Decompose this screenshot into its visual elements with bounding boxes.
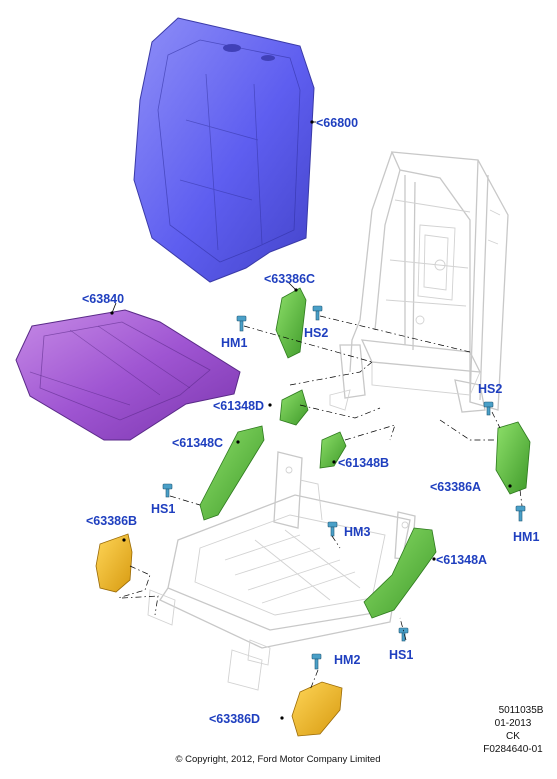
leader-lines	[110, 120, 512, 720]
callout-HM2: HM2	[334, 653, 360, 667]
ref-date: 01-2013	[495, 718, 532, 729]
assembly-lines	[117, 315, 523, 691]
trim-61348D	[279, 389, 309, 426]
trim-63386A	[495, 421, 531, 495]
callout-HM3: HM3	[344, 525, 370, 539]
callout-63386A: <63386A	[430, 480, 481, 494]
fastener-HM2	[311, 653, 322, 670]
trim-61348A	[363, 527, 437, 619]
backrest-pad	[133, 17, 315, 283]
trim-61348B	[319, 431, 347, 469]
fastener-HS2-right	[483, 401, 494, 416]
callout-63386C: <63386C	[264, 272, 315, 286]
callout-61348C: <61348C	[172, 436, 223, 450]
callout-HS2-mid: HS2	[304, 326, 328, 340]
callout-61348B: <61348B	[338, 456, 389, 470]
callout-66800: <66800	[316, 116, 358, 130]
cushion-frame	[147, 451, 416, 691]
callout-63386B: <63386B	[86, 514, 137, 528]
trim-63386B	[95, 533, 133, 593]
callout-HS1-left: HS1	[151, 502, 175, 516]
fastener-HS1-left	[162, 483, 173, 498]
ref-code: 5011035B	[499, 705, 544, 716]
callout-HM1-top: HM1	[221, 336, 247, 350]
callout-61348A: <61348A	[436, 553, 487, 567]
cushion-pad	[15, 309, 241, 441]
ref-figure: F0284640-01	[483, 744, 543, 755]
fastener-HS1-bottom	[398, 627, 409, 642]
callout-HS1-bottom: HS1	[389, 648, 413, 662]
fastener-HM1-top	[236, 315, 247, 332]
callout-HM1-right: HM1	[513, 530, 539, 544]
trim-63386C	[275, 287, 307, 359]
callout-63386D: <63386D	[209, 712, 260, 726]
fastener-HM1-right	[515, 505, 526, 522]
fastener-HS2-mid	[312, 305, 323, 321]
ref-initials: CK	[506, 731, 520, 742]
copyright-notice: © Copyright, 2012, Ford Motor Company Li…	[175, 754, 380, 765]
callout-63840: <63840	[82, 292, 124, 306]
backrest-frame	[329, 151, 509, 413]
trim-63386D	[291, 681, 343, 737]
fastener-HM3	[327, 521, 338, 537]
callout-HS2-right: HS2	[478, 382, 502, 396]
callout-61348D: <61348D	[213, 399, 264, 413]
